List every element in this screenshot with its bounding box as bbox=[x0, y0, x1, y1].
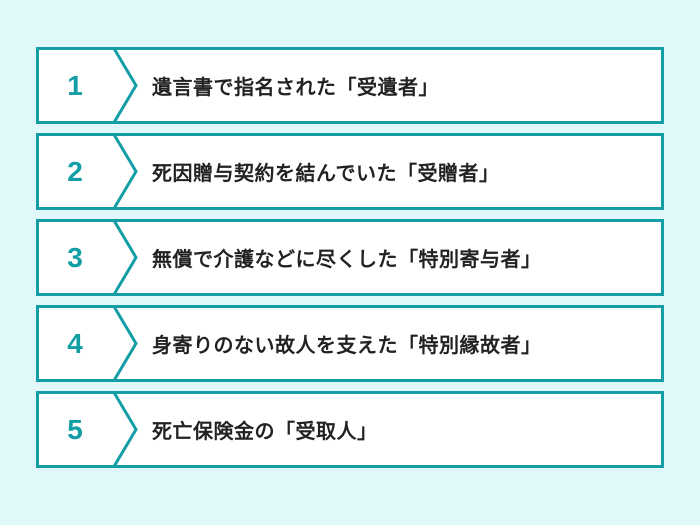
heir-list: 1 遺言書で指名された「受遺者」 2 死因贈与契約を結んでいた「受贈者」 3 無… bbox=[36, 47, 664, 477]
item-number: 5 bbox=[67, 413, 83, 445]
list-item-1: 1 遺言書で指名された「受遺者」 bbox=[36, 47, 664, 124]
item-number: 1 bbox=[67, 69, 83, 101]
item-frame bbox=[36, 47, 664, 124]
list-item-4: 4 身寄りのない故人を支えた「特別縁故者」 bbox=[36, 305, 664, 382]
item-number: 2 bbox=[67, 155, 83, 187]
list-item-5: 5 死亡保険金の「受取人」 bbox=[36, 391, 664, 468]
list-item-3: 3 無償で介護などに尽くした「特別寄与者」 bbox=[36, 219, 664, 296]
item-text: 無償で介護などに尽くした「特別寄与者」 bbox=[152, 247, 542, 271]
item-text: 遺言書で指名された「受遺者」 bbox=[152, 75, 439, 99]
item-frame bbox=[36, 133, 664, 210]
item-text: 死因贈与契約を結んでいた「受贈者」 bbox=[152, 161, 500, 185]
item-number: 3 bbox=[67, 241, 83, 273]
item-frame bbox=[36, 219, 664, 296]
item-frame bbox=[36, 305, 664, 382]
item-text: 死亡保険金の「受取人」 bbox=[152, 419, 378, 443]
list-item-2: 2 死因贈与契約を結んでいた「受贈者」 bbox=[36, 133, 664, 210]
item-frame bbox=[36, 391, 664, 468]
item-text: 身寄りのない故人を支えた「特別縁故者」 bbox=[152, 333, 542, 357]
item-number: 4 bbox=[67, 327, 83, 359]
